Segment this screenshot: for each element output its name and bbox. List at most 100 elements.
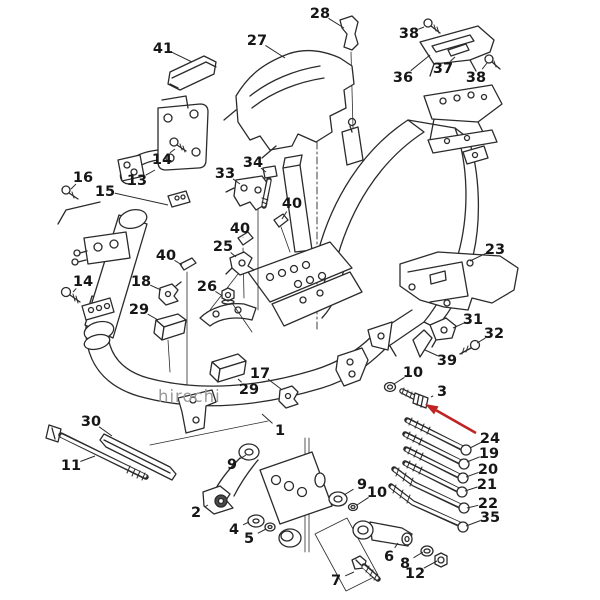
cover-27-drawing — [223, 15, 359, 159]
part-callout-12: 12 — [405, 566, 425, 582]
part-callout-39: 39 — [437, 353, 457, 369]
part-callout-41: 41 — [153, 41, 173, 57]
part-callout-15: 15 — [95, 184, 115, 200]
callout-leader — [469, 442, 482, 449]
bolt-34-head — [262, 165, 278, 179]
part-callout-23: 23 — [485, 242, 505, 258]
part-callout-33: 33 — [215, 166, 235, 182]
small-hardware-left-drawing — [57, 185, 255, 333]
pads-29-drawing — [153, 313, 247, 383]
diagram-line-art — [45, 15, 519, 592]
callout-leader — [393, 376, 405, 385]
screw-38a — [423, 18, 433, 28]
part-callout-8: 8 — [400, 556, 410, 572]
damper-strips-40-drawing — [179, 213, 291, 386]
callout-leader — [171, 51, 193, 63]
callout-leader — [265, 44, 286, 59]
callout-leader — [424, 349, 439, 357]
washer-8 — [420, 545, 434, 557]
callout-leader — [413, 551, 424, 559]
bracket-36-37-38-drawing — [419, 18, 501, 77]
callout-leader — [204, 504, 209, 508]
callout-leader — [232, 178, 241, 185]
callout-leader — [423, 560, 438, 569]
nut-26 — [221, 287, 235, 302]
part-callout-16: 16 — [73, 170, 93, 186]
stud-24 — [404, 417, 472, 456]
part-28-drawing — [339, 15, 359, 51]
callout-leader — [149, 284, 162, 291]
part-callout-37: 37 — [433, 61, 453, 77]
part-callout-10: 10 — [367, 485, 387, 501]
stud-20 — [403, 446, 469, 484]
part-callout-38: 38 — [466, 70, 486, 86]
bracket-33-bolt-34-drawing — [225, 165, 278, 311]
callout-leader — [98, 426, 113, 437]
bracket-13-drawing — [117, 95, 209, 185]
callout-leader — [261, 413, 273, 424]
callout-leader — [230, 252, 237, 258]
part-callout-5: 5 — [244, 531, 254, 547]
callout-leader — [267, 378, 282, 390]
callout-leader — [80, 455, 96, 462]
screw-14b — [60, 286, 72, 298]
callout-leader — [70, 183, 77, 190]
part-callout-40: 40 — [282, 196, 302, 212]
clamp-18 — [158, 283, 179, 306]
callout-leader — [344, 571, 355, 577]
callout-leader — [450, 56, 456, 62]
part-callout-13: 13 — [127, 173, 147, 189]
callout-leader — [481, 62, 488, 70]
screw-16 — [61, 185, 71, 195]
part-callout-9: 9 — [357, 477, 367, 493]
part-callout-22: 22 — [478, 496, 498, 512]
callout-leader — [257, 528, 267, 534]
part-callout-18: 18 — [131, 274, 151, 290]
red-arrow — [425, 404, 477, 435]
callout-leader — [465, 471, 479, 478]
part-callout-24: 24 — [480, 431, 500, 447]
screw-38b — [484, 54, 494, 64]
callout-leader — [237, 378, 242, 383]
part-callout-40: 40 — [230, 221, 250, 237]
part-callout-36: 36 — [393, 70, 413, 86]
callout-leader — [469, 252, 487, 262]
callout-leader — [394, 542, 399, 549]
bolt-11-bar-30-drawing — [45, 424, 177, 481]
part-callout-19: 19 — [479, 446, 499, 462]
callout-leader — [72, 288, 77, 293]
part-callout-27: 27 — [247, 33, 267, 49]
part-41-drawing — [167, 55, 217, 91]
stud-19 — [402, 431, 470, 470]
link-6-hardware-drawing — [351, 520, 448, 582]
washer-10b — [347, 502, 359, 512]
part-callout-40: 40 — [156, 248, 176, 264]
collar-4 — [247, 514, 265, 528]
nut-12 — [434, 552, 448, 568]
part-callout-1: 1 — [275, 423, 285, 439]
callout-leader — [343, 488, 354, 496]
callout-leader — [410, 54, 431, 72]
part-37-drawing — [447, 43, 470, 57]
roller — [278, 528, 302, 548]
part-callout-26: 26 — [197, 279, 217, 295]
callout-leader — [356, 497, 369, 506]
callout-leader — [466, 504, 479, 509]
part-39 — [412, 329, 433, 358]
part-callout-28: 28 — [310, 6, 330, 22]
part-callout-6: 6 — [384, 549, 394, 565]
callout-leader — [174, 259, 183, 266]
bracket-31-39-screw-32-drawing — [412, 317, 481, 358]
stud-35 — [388, 483, 469, 533]
steering-head-drawing — [71, 208, 148, 351]
callout-leader — [215, 290, 222, 296]
clamp-25 — [229, 251, 255, 276]
part-callout-29: 29 — [239, 382, 259, 398]
callout-leader — [430, 395, 434, 398]
part-callout-10: 10 — [403, 365, 423, 381]
part-callout-14: 14 — [152, 152, 172, 168]
washer-10-bolt-3-drawing — [383, 381, 429, 409]
part-callout-7: 7 — [331, 573, 341, 589]
